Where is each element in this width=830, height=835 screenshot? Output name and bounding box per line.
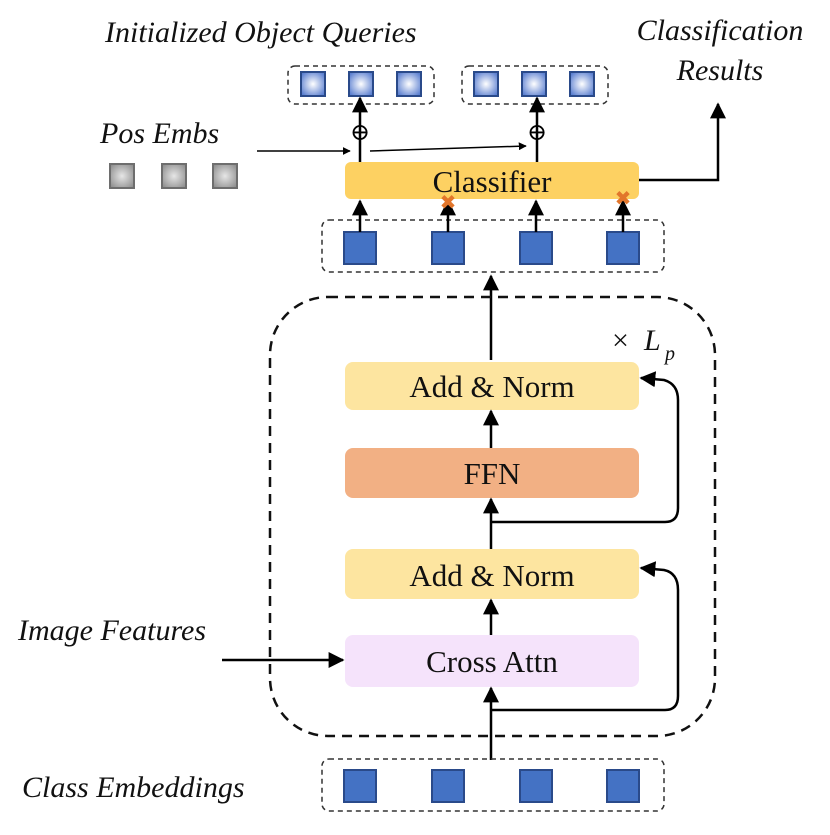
cross-attn-block: Cross Attn: [345, 635, 639, 687]
ffn-label: FFN: [464, 456, 521, 491]
refined-class-token: [343, 231, 377, 265]
class-embeddings-label: Class Embeddings: [22, 771, 245, 804]
class-embedding-token: [519, 769, 553, 803]
object-query-group-left: [287, 65, 435, 105]
pos-emb-token: [109, 163, 135, 189]
refined-class-token: [519, 231, 553, 265]
svg-text:×: ×: [612, 324, 629, 357]
class-embedding-tokens: [321, 758, 665, 812]
classification-results-label-line2: Results: [676, 54, 764, 87]
svg-text:p: p: [663, 343, 675, 365]
refined-class-tokens: [321, 219, 665, 273]
image-features-label: Image Features: [17, 614, 206, 647]
svg-text:L: L: [643, 324, 661, 357]
add-norm-top-block: Add & Norm: [345, 362, 639, 410]
residual-connection-top: [491, 371, 680, 524]
object-query-token: [569, 71, 595, 97]
repeated-layer-container: [268, 295, 717, 738]
class-embedding-token: [343, 769, 377, 803]
refined-class-token: [606, 231, 640, 265]
add-norm-top-label: Add & Norm: [409, 369, 574, 404]
object-query-token: [521, 71, 547, 97]
cross-attn-label: Cross Attn: [426, 644, 558, 679]
add-norm-bottom-label: Add & Norm: [409, 558, 574, 593]
class-embedding-token: [606, 769, 640, 803]
object-query-token: [396, 71, 422, 97]
object-query-token: [473, 71, 499, 97]
classification-results-label-line1: Classification: [637, 14, 804, 47]
pos-embs-label: Pos Embs: [99, 117, 219, 150]
pos-emb-token: [161, 163, 187, 189]
initialized-object-queries-label: Initialized Object Queries: [104, 16, 417, 49]
residual-connection-bottom: [491, 561, 680, 712]
class-embedding-token: [431, 769, 465, 803]
arrow-classifier-to-results: [639, 102, 726, 182]
add-norm-bottom-block: Add & Norm: [345, 549, 639, 599]
repeat-count-label: × L p: [612, 324, 675, 365]
pos-emb-connector-right: [369, 142, 527, 152]
object-query-token: [300, 71, 326, 97]
object-query-group-right: [461, 65, 609, 105]
classifier-label: Classifier: [433, 164, 552, 199]
ffn-block: FFN: [345, 448, 639, 498]
classifier-block: Classifier: [345, 162, 639, 199]
pos-emb-tokens: [109, 163, 238, 189]
refined-class-token: [431, 231, 465, 265]
object-query-token: [348, 71, 374, 97]
blocked-mark-icon: ✖: [440, 192, 457, 214]
pos-emb-token: [212, 163, 238, 189]
blocked-mark-icon: ✖: [615, 188, 632, 210]
